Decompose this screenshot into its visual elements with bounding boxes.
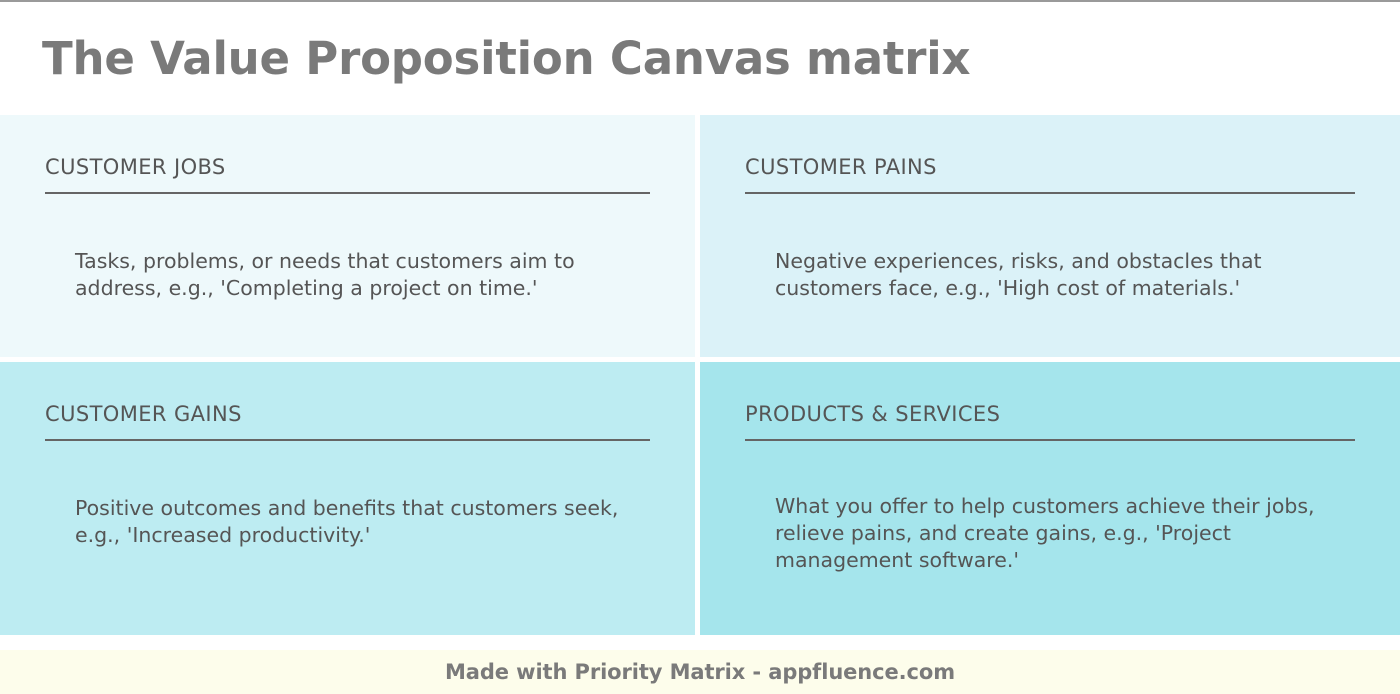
value-proposition-matrix: CUSTOMER JOBS Tasks, problems, or needs … [0,115,1400,635]
quadrant-body-products-services: What you offer to help customers achieve… [775,494,1315,573]
footer-spacer [0,635,1400,650]
quadrant-header-customer-gains: CUSTOMER GAINS [45,402,650,442]
page-footer: Made with Priority Matrix - appfluence.c… [0,650,1400,694]
quadrant-body-customer-jobs: Tasks, problems, or needs that customers… [75,249,575,301]
quadrant-customer-pains[interactable]: CUSTOMER PAINS Negative experiences, ris… [700,115,1400,362]
quadrant-header-products-services: PRODUCTS & SERVICES [745,402,1355,442]
page-title: The Value Proposition Canvas matrix [42,31,971,85]
quadrant-body-customer-gains: Positive outcomes and benefits that cust… [75,496,619,548]
quadrant-body-customer-pains: Negative experiences, risks, and obstacl… [775,249,1262,301]
quadrant-customer-gains[interactable]: CUSTOMER GAINS Positive outcomes and ben… [0,362,700,635]
page-header: The Value Proposition Canvas matrix [0,2,1400,115]
quadrant-header-customer-jobs: CUSTOMER JOBS [45,155,650,195]
quadrant-customer-jobs[interactable]: CUSTOMER JOBS Tasks, problems, or needs … [0,115,700,362]
footer-attribution[interactable]: Made with Priority Matrix - appfluence.c… [444,660,955,684]
quadrant-header-customer-pains: CUSTOMER PAINS [745,155,1355,195]
quadrant-products-services[interactable]: PRODUCTS & SERVICES What you offer to he… [700,362,1400,635]
